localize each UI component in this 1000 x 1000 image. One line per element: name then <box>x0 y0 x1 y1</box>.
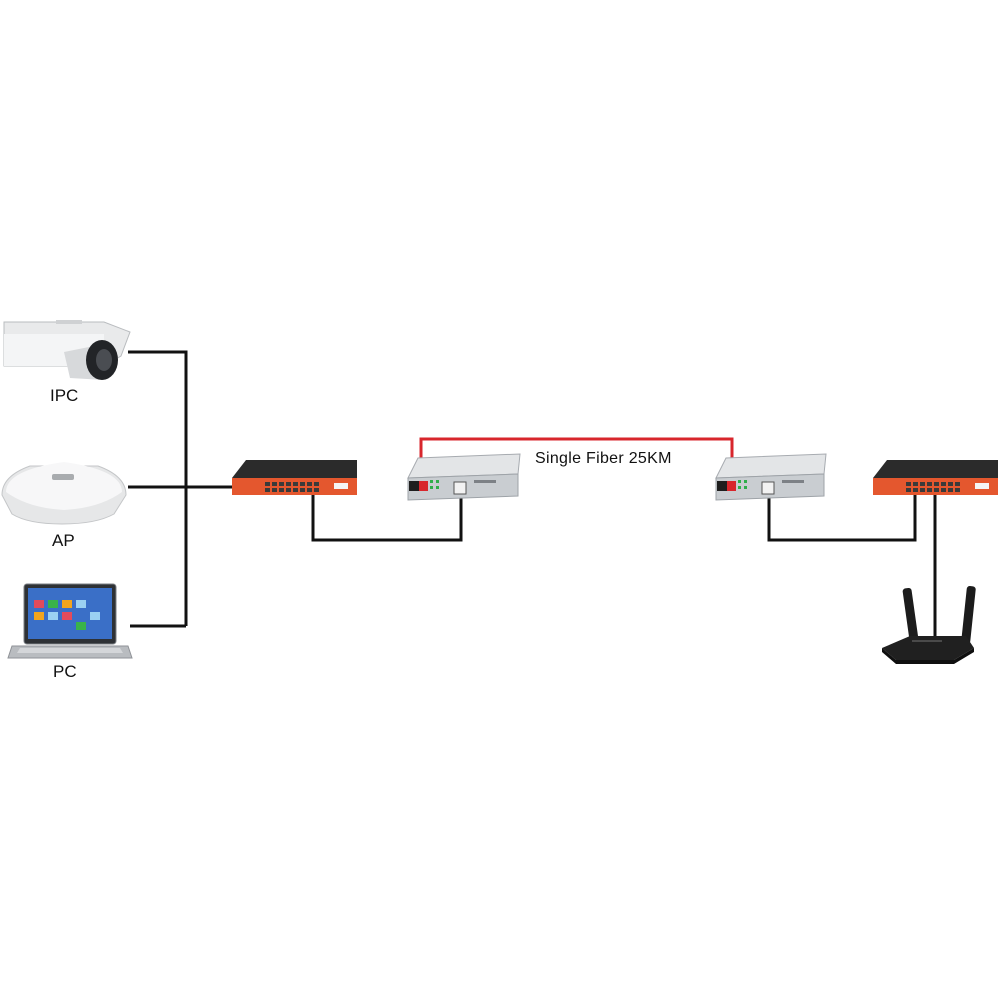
right-media-converter-icon <box>715 453 827 501</box>
ipc-label: IPC <box>50 386 78 405</box>
cable-ipc-to-bus <box>128 350 188 626</box>
right-poe-switch-icon <box>873 460 998 495</box>
laptop-pc-icon <box>7 583 133 659</box>
left-poe-switch-icon <box>232 460 357 495</box>
fiber-label-backdrop <box>528 444 720 468</box>
access-point-icon <box>1 462 127 525</box>
cable-right-converter-to-right-switch <box>767 495 917 542</box>
fiber-label: Single Fiber 25KM <box>535 450 672 467</box>
cable-left-switch-to-left-converter <box>311 495 463 542</box>
ethernet-cables <box>128 350 937 643</box>
wireless-router-icon <box>882 586 976 664</box>
ipc-camera-icon <box>3 320 131 380</box>
left-media-converter-icon <box>407 453 521 501</box>
ap-label: AP <box>52 531 75 550</box>
pc-label: PC <box>53 662 77 681</box>
